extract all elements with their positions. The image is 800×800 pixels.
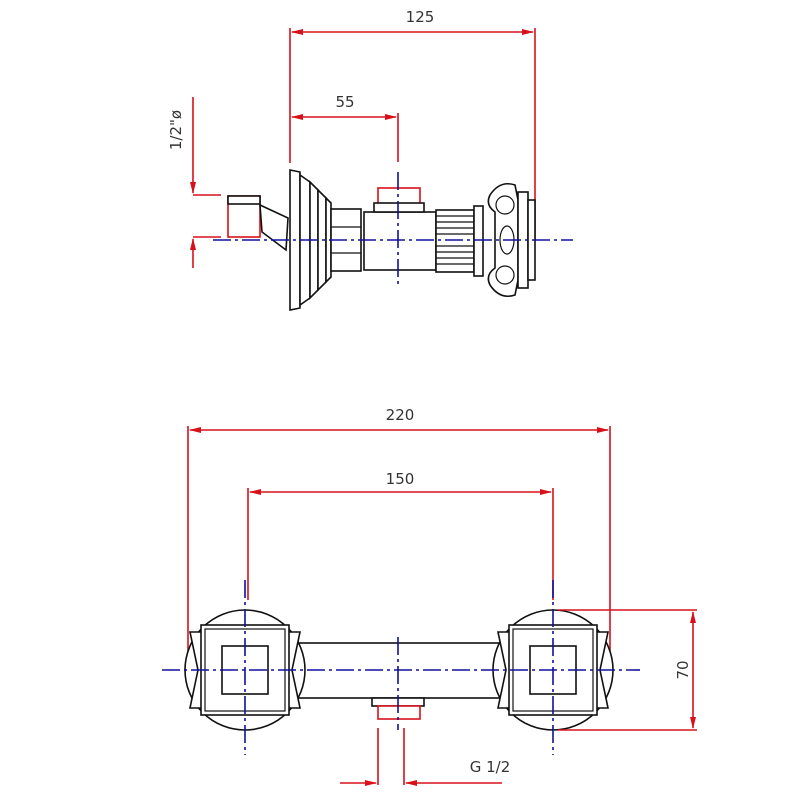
- front-view: 220 150: [162, 406, 697, 786]
- dimension-150: 150: [247, 470, 554, 600]
- dimension-label-g-half: G 1/2: [470, 758, 511, 776]
- dimension-label-55: 55: [335, 93, 354, 111]
- dimension-label-125: 125: [406, 8, 435, 26]
- dimension-220: 220: [187, 406, 611, 665]
- dimension-55: 55: [291, 93, 399, 162]
- dimension-label-inlet: 1/2"ø: [167, 110, 185, 150]
- dimension-label-220: 220: [386, 406, 415, 424]
- dimension-label-150: 150: [386, 470, 415, 488]
- dimension-label-70: 70: [674, 660, 692, 679]
- dimension-g-half: G 1/2: [340, 728, 511, 786]
- side-view: 125 55 1/2"ø: [167, 8, 573, 311]
- dimension-70: 70: [558, 609, 697, 731]
- dimension-inlet-thread: 1/2"ø: [167, 97, 221, 268]
